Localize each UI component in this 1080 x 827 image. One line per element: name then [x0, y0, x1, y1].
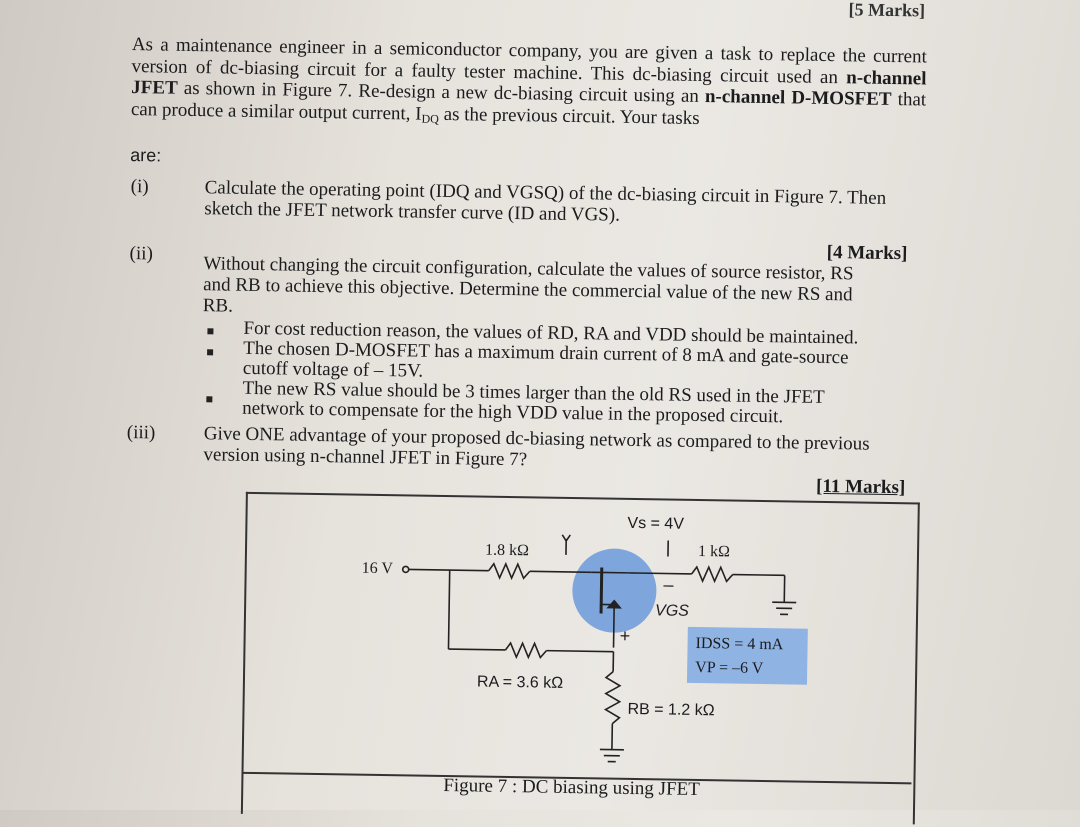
rd-resistor	[489, 564, 530, 579]
rs-label: 1 kΩ	[698, 543, 730, 561]
rd-label: 1.8 kΩ	[485, 542, 529, 561]
ra-resistor	[505, 643, 546, 658]
rb-label: RB = 1.2 kΩ	[627, 701, 714, 720]
ra-label: RA = 3.6 kΩ	[477, 674, 564, 693]
vdd-terminal	[403, 566, 409, 572]
minus-sign: –	[663, 574, 673, 595]
vdd-label: 16 V	[362, 560, 394, 578]
jfet-channel	[601, 567, 602, 613]
rb-resistor	[605, 672, 620, 724]
vs-label: Vs = 4V	[627, 515, 684, 534]
rs-resistor	[692, 567, 733, 582]
vgs-label: VGS	[655, 602, 689, 621]
vp-label: VP = –6 V	[695, 659, 763, 678]
figure-caption: Figure 7 : DC biasing using JFET	[443, 775, 700, 801]
idss-label: IDSS = 4 mA	[695, 635, 783, 654]
plus-sign: +	[620, 626, 631, 647]
